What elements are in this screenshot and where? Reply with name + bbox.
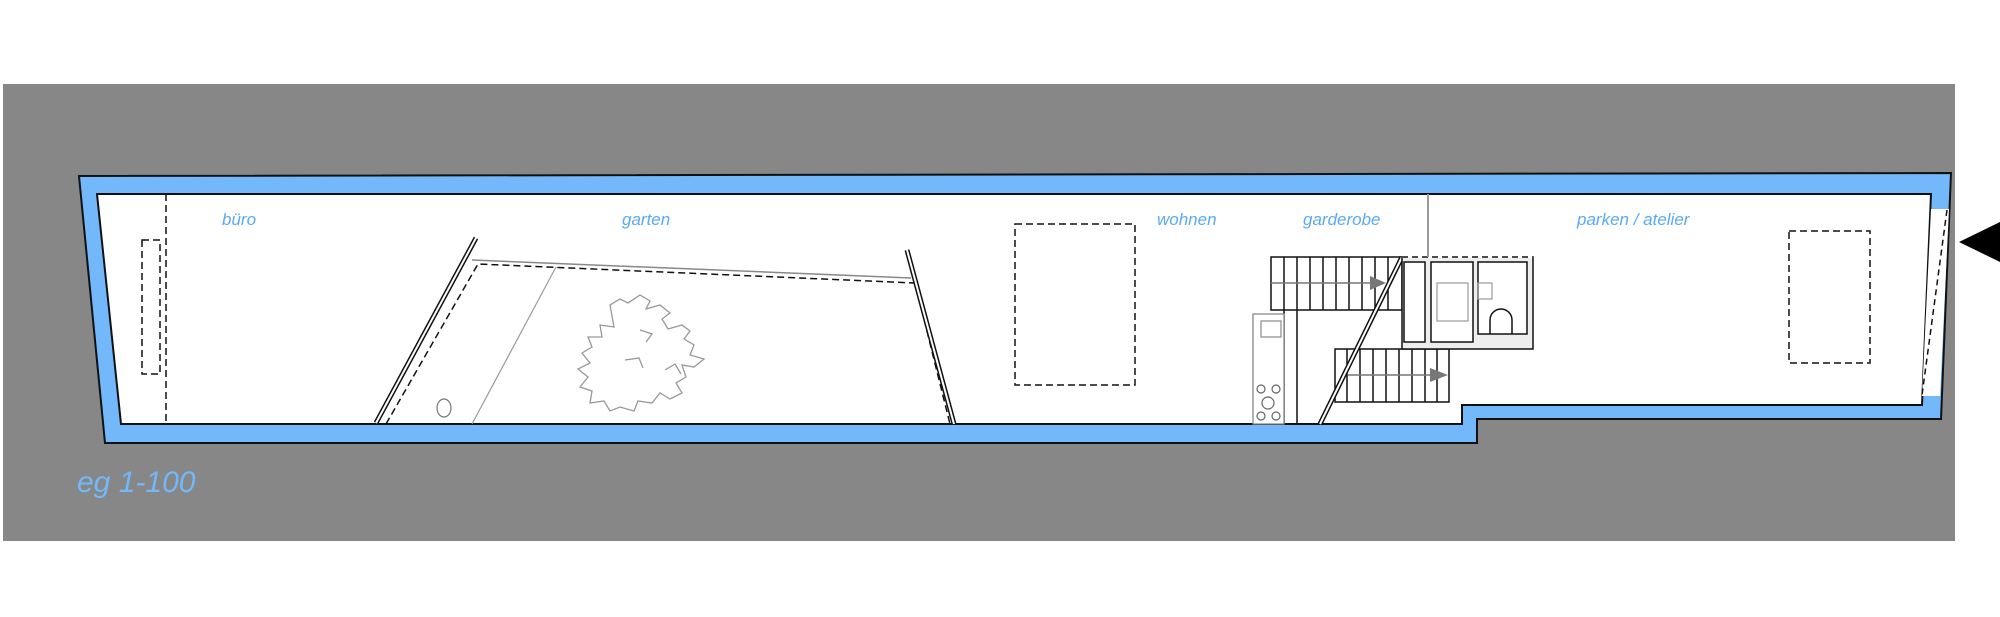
floor-area: [95, 193, 1933, 425]
room-label-buero: büro: [222, 210, 257, 229]
sink-icon: [1260, 320, 1282, 338]
buero-skylight: [141, 239, 161, 375]
parken-skylight: [1788, 230, 1871, 364]
shower-tray: [1436, 282, 1469, 322]
stair-arrow-icon: [1430, 368, 1448, 382]
stove-icon: [1256, 384, 1281, 421]
room-label-parken-atelier: parken / atelier: [1577, 210, 1690, 229]
garden-line: [471, 266, 557, 425]
entrance-arrow-icon: [1959, 222, 2000, 262]
kitchen-counter: [1252, 313, 1285, 425]
tree-icon: [576, 294, 706, 412]
toilet-icon: [1489, 308, 1513, 334]
garden-drain: [436, 398, 452, 418]
room-label-garten: garten: [622, 210, 671, 229]
washbasin: [1477, 282, 1493, 300]
stair-arrow-icon: [1370, 276, 1386, 290]
room-label-wohnen: wohnen: [1157, 210, 1217, 229]
scale-label: eg 1-100: [77, 466, 196, 499]
entrance-door: [1921, 209, 1948, 396]
room-label-garderobe: garderobe: [1303, 210, 1381, 229]
wohnen-skylight: [1014, 223, 1136, 386]
garden-edge: [471, 259, 912, 279]
